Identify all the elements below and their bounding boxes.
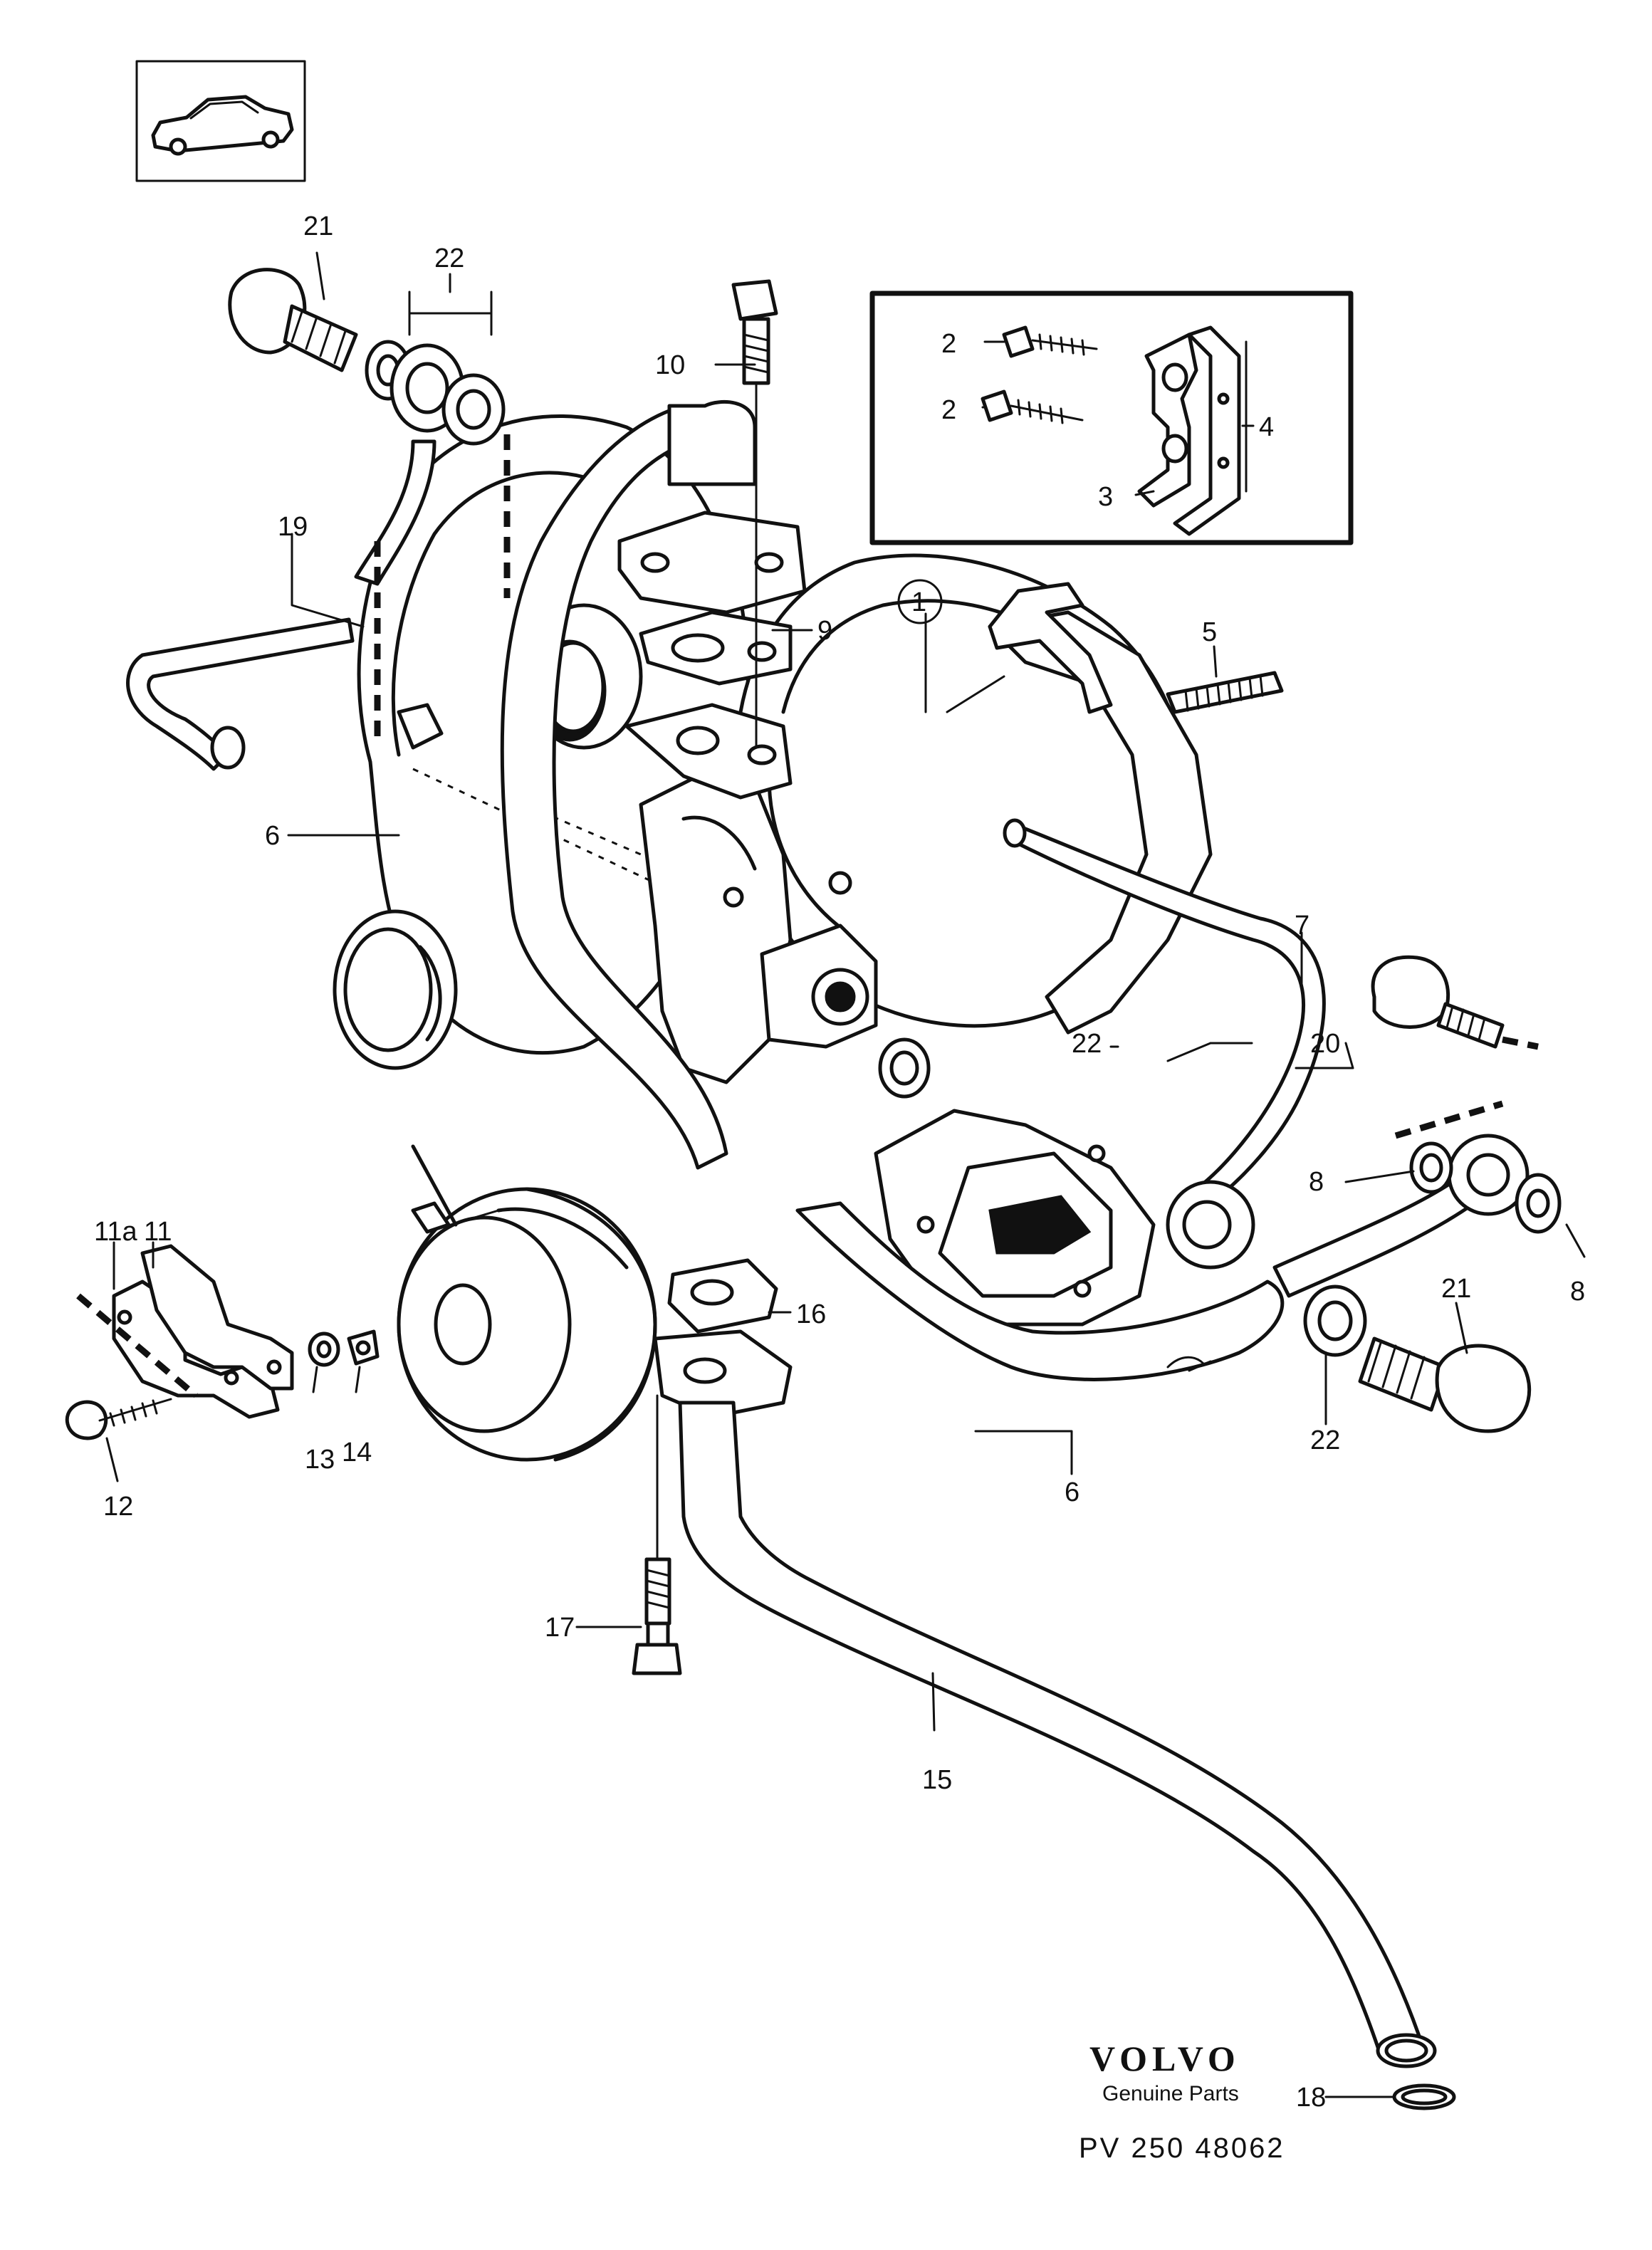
- banjo-fitting: [1272, 1100, 1562, 1298]
- detail-inset: [869, 291, 1354, 545]
- callout-6-left: 6: [265, 821, 280, 851]
- callout-8-right: 8: [1570, 1277, 1585, 1307]
- callout-22-middle: 22: [1072, 1029, 1102, 1059]
- pipe-20: [1003, 818, 1326, 1270]
- drawing-mark: [1166, 1356, 1212, 1372]
- callout-22-top: 22: [434, 244, 464, 273]
- bolt-7: [1371, 955, 1539, 1050]
- bracket-assembly: [65, 1244, 380, 1440]
- bolt-21-right: [1303, 1284, 1532, 1433]
- oil-pipe-6: [500, 400, 1285, 1381]
- callout-9: 9: [817, 616, 832, 646]
- callout-1: 1: [911, 587, 926, 617]
- callout-5: 5: [1202, 617, 1217, 647]
- return-pipe-15: [678, 1401, 1437, 2068]
- brand-block: VOLVO Genuine Parts PV 250 48062: [1079, 2039, 1285, 2164]
- callout-13: 13: [305, 1445, 335, 1475]
- callout-19: 19: [278, 512, 308, 542]
- callout-4: 4: [1259, 412, 1274, 442]
- callout-3: 3: [1098, 482, 1113, 512]
- brand-tagline: Genuine Parts: [1102, 2082, 1239, 2105]
- pipe-19: [126, 617, 355, 771]
- callout-11a: 11a: [94, 1217, 137, 1247]
- callout-6-bottom: 6: [1065, 1477, 1079, 1507]
- part-code: PV 250 48062: [1079, 2133, 1285, 2164]
- callout-17: 17: [545, 1613, 575, 1643]
- callout-21-top: 21: [303, 211, 333, 241]
- vehicle-thumbnail: [135, 60, 306, 182]
- callout-2-upper: 2: [941, 329, 956, 359]
- callout-18: 18: [1296, 2083, 1326, 2113]
- banjo-bolt-21-top: [228, 268, 511, 750]
- callout-labels: 1 2 2 3 4 5 6 6 7 8 8 9 10 11 11a 12 13 …: [94, 211, 1585, 2113]
- callout-2-lower: 2: [941, 395, 956, 425]
- callout-16: 16: [796, 1299, 826, 1329]
- brand-logo: VOLVO: [1089, 2039, 1240, 2078]
- callout-circle-1: [897, 579, 943, 624]
- stud-5: [1166, 671, 1284, 714]
- callout-14: 14: [342, 1438, 372, 1467]
- leader-lines: [105, 251, 1586, 2098]
- return-flange-16: [653, 1258, 793, 1419]
- wastegate-actuator: [397, 1144, 657, 1462]
- callout-12: 12: [103, 1492, 133, 1522]
- top-flange: [617, 511, 807, 800]
- bolt-10: [731, 279, 778, 749]
- o-ring-18: [1392, 2083, 1456, 2110]
- callout-20: 20: [1310, 1029, 1340, 1059]
- callout-7: 7: [1295, 911, 1309, 941]
- callout-22-bottom: 22: [1310, 1425, 1340, 1455]
- bolt-17: [632, 1394, 682, 1675]
- callout-21-right: 21: [1441, 1274, 1471, 1304]
- callout-8-left: 8: [1309, 1167, 1324, 1197]
- callout-11: 11: [144, 1217, 172, 1247]
- callout-15: 15: [922, 1765, 952, 1795]
- callout-10: 10: [655, 350, 685, 380]
